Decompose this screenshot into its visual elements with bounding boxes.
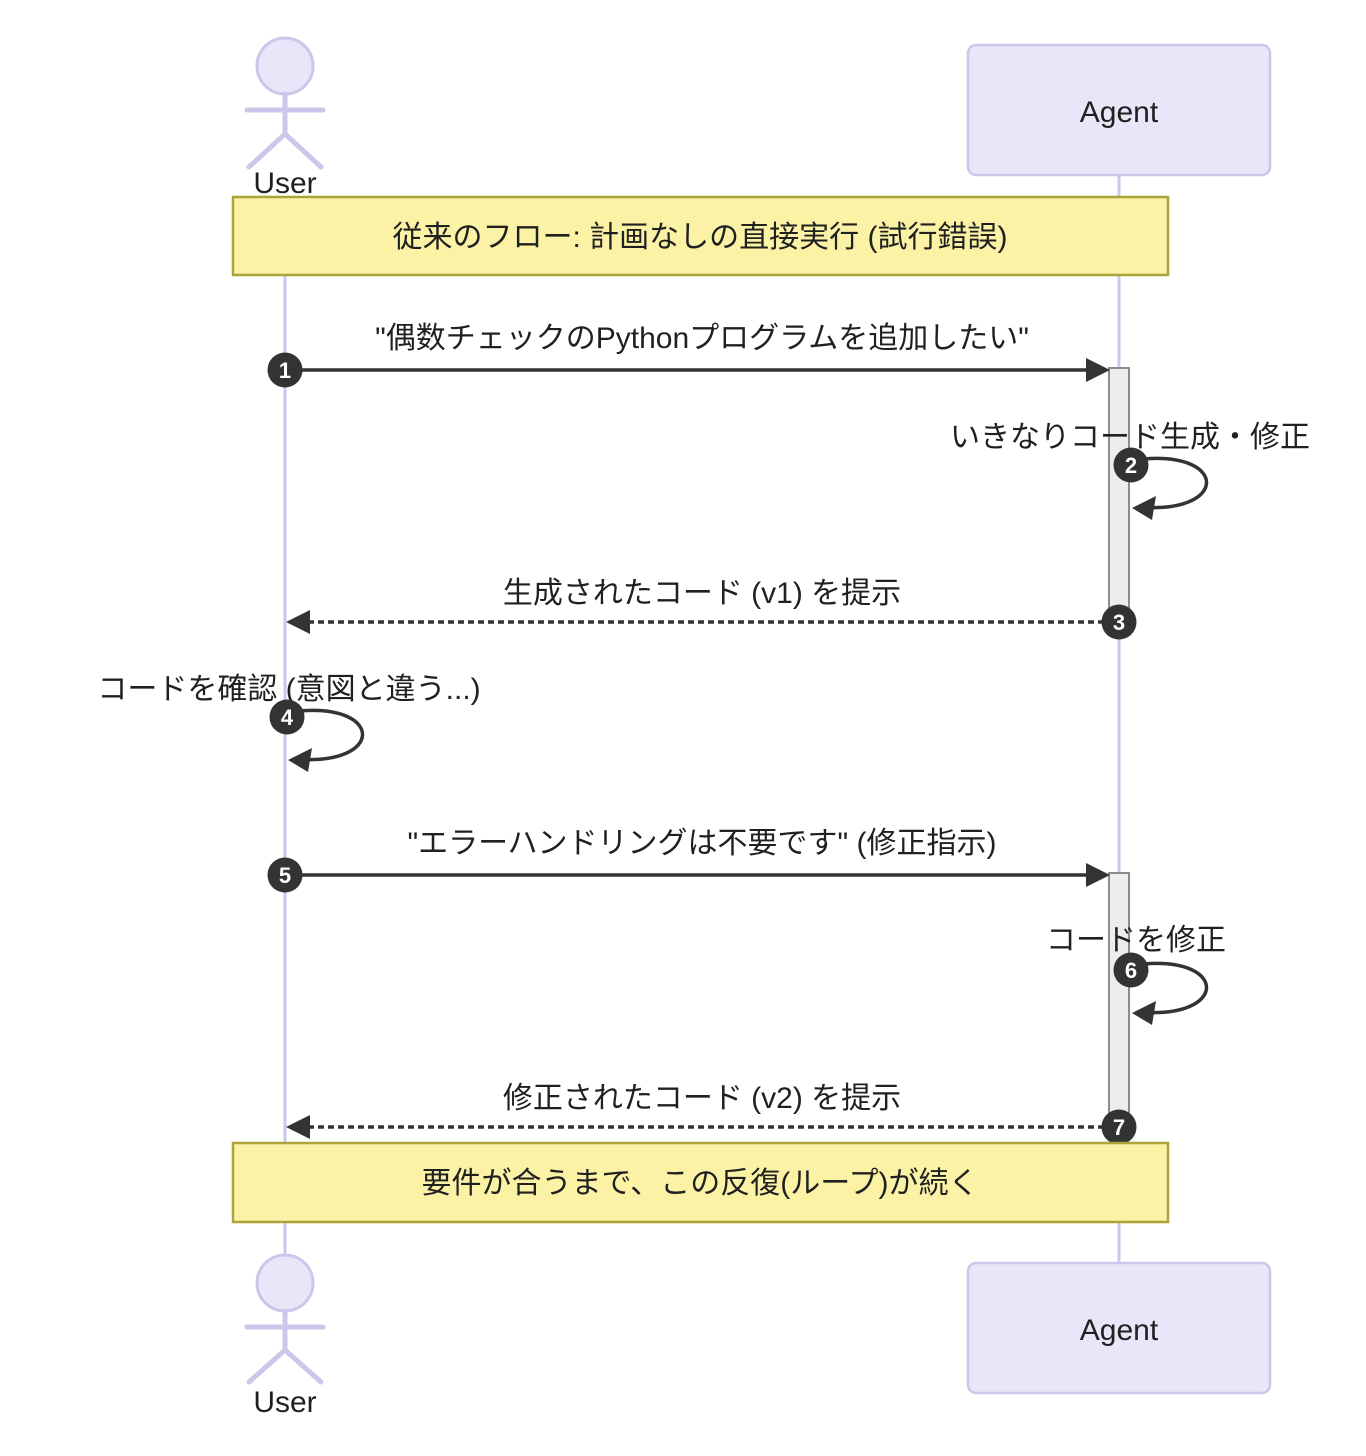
message-1: "偶数チェックのPythonプログラムを追加したい" 1 <box>267 322 1110 388</box>
agent-activation-bar-1 <box>1108 367 1130 623</box>
message-6: コードを修正 6 <box>1046 924 1226 1025</box>
message-4: コードを確認 (意図と違う...) 4 <box>97 673 481 772</box>
agent-participant-top: Agent <box>966 43 1272 177</box>
message-3-arrowhead-icon <box>286 610 310 634</box>
user-actor-leg-right-icon <box>282 1347 324 1385</box>
sequence-badge-4: 4 <box>269 699 305 735</box>
user-actor-top: User <box>244 36 326 200</box>
message-2: いきなりコード生成・修正 2 <box>950 421 1310 520</box>
user-actor-leg-left-icon <box>246 131 288 170</box>
svg-text:2: 2 <box>1125 453 1137 478</box>
user-actor-bottom: User <box>244 1253 326 1419</box>
sequence-badge-1: 1 <box>267 352 303 388</box>
note-text-2: 要件が合うまで、この反復(ループ)が続く <box>422 1167 979 1200</box>
message-1-arrowhead-icon <box>1086 358 1110 382</box>
message-7: 修正されたコード (v2) を提示 7 <box>286 1082 1137 1145</box>
user-actor-leg-left-icon <box>246 1347 288 1385</box>
note-loop-continues: 要件が合うまで、この反復(ループ)が続く <box>231 1141 1170 1224</box>
sequence-badge-7: 7 <box>1101 1109 1137 1145</box>
message-3-label: 生成されたコード (v1) を提示 <box>503 577 901 610</box>
message-5: "エラーハンドリングは不要です" (修正指示) 5 <box>267 827 1110 893</box>
note-box-1 <box>231 195 1170 277</box>
sequence-badge-5: 5 <box>267 857 303 893</box>
message-4-arrowhead-icon <box>288 748 312 772</box>
svg-text:6: 6 <box>1125 958 1137 983</box>
message-2-arrowhead-icon <box>1132 496 1156 520</box>
agent-box-top <box>966 43 1272 177</box>
svg-text:1: 1 <box>279 358 291 383</box>
message-6-arrowhead-icon <box>1132 1001 1156 1025</box>
user-actor-head-icon <box>255 36 315 96</box>
svg-text:5: 5 <box>279 863 291 888</box>
note-traditional-flow: 従来のフロー: 計画なしの直接実行 (試行錯誤) <box>231 195 1170 277</box>
agent-label-top: Agent <box>1080 96 1159 129</box>
agent-activation-bar-2 <box>1108 872 1130 1128</box>
svg-text:3: 3 <box>1113 610 1125 635</box>
message-1-label: "偶数チェックのPythonプログラムを追加したい" <box>375 322 1029 355</box>
message-4-selfloop-line <box>295 708 365 762</box>
user-actor-label-top: User <box>253 167 316 200</box>
user-actor-head-icon <box>255 1253 315 1313</box>
user-actor-leg-right-icon <box>282 131 324 170</box>
message-5-label: "エラーハンドリングは不要です" (修正指示) <box>407 827 996 860</box>
message-5-arrowhead-icon <box>1086 863 1110 887</box>
note-box-2 <box>231 1141 1170 1224</box>
sequence-badge-6: 6 <box>1113 952 1149 988</box>
agent-participant-bottom: Agent <box>966 1261 1272 1395</box>
sequence-badge-3: 3 <box>1101 604 1137 640</box>
svg-text:7: 7 <box>1113 1115 1125 1140</box>
user-actor-label-bottom: User <box>253 1386 316 1419</box>
message-6-label: コードを修正 <box>1046 924 1226 957</box>
message-6-selfloop-line <box>1139 961 1209 1015</box>
agent-label-bottom: Agent <box>1080 1314 1159 1347</box>
message-7-arrowhead-icon <box>286 1115 310 1139</box>
svg-text:4: 4 <box>281 705 294 730</box>
note-text-1: 従来のフロー: 計画なしの直接実行 (試行錯誤) <box>393 221 1008 254</box>
message-3: 生成されたコード (v1) を提示 3 <box>286 577 1137 640</box>
sequence-badge-2: 2 <box>1113 447 1149 483</box>
message-2-selfloop-line <box>1139 456 1209 510</box>
message-7-label: 修正されたコード (v2) を提示 <box>503 1082 901 1115</box>
agent-box-bottom <box>966 1261 1272 1395</box>
